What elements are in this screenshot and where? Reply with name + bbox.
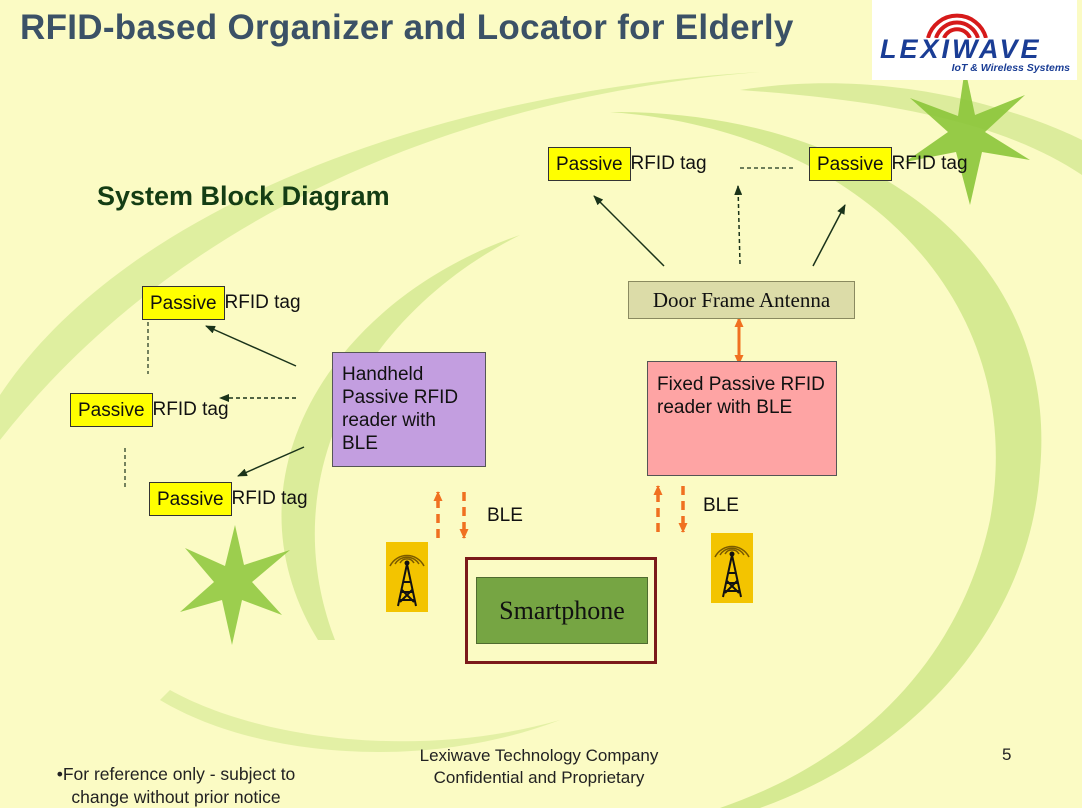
left-top-rfid-tag: Passive RFID tag	[142, 286, 301, 320]
door-frame-antenna-block: Door Frame Antenna	[628, 281, 855, 319]
tag-label: RFID tag	[891, 153, 968, 174]
page-number: 5	[1002, 745, 1012, 764]
smartphone-block: Smartphone	[476, 577, 648, 644]
smartphone-frame	[465, 557, 657, 664]
tag-label: RFID tag	[231, 488, 308, 509]
arrow-to-left-top-tag	[205, 325, 297, 367]
arrow-to-antenna-tags	[734, 185, 743, 265]
reference-footnote: •For reference only - subject to change …	[56, 764, 296, 807]
left-mid-rfid-tag: Passive RFID tag	[70, 393, 229, 427]
diagram-subtitle: System Block Diagram	[97, 181, 390, 211]
star-decoration	[180, 525, 290, 645]
fixed-reader-block: Fixed Passive RFID reader with BLE	[647, 361, 837, 476]
page-title: RFID-based Organizer and Locator for Eld…	[20, 8, 794, 47]
arrow-to-right-left-tag	[593, 195, 665, 267]
tag-label: RFID tag	[152, 399, 229, 420]
company-footer: Lexiwave Technology Company Confidential…	[419, 746, 659, 787]
ble-label-left: BLE	[487, 505, 523, 526]
left-bottom-rfid-tag: Passive RFID tag	[149, 482, 308, 516]
tag-highlight: Passive	[809, 147, 892, 181]
tag-highlight: Passive	[548, 147, 631, 181]
arrow-to-right-right-tag	[812, 204, 846, 267]
company-logo: LEXIWAVE IoT & Wireless Systems	[872, 0, 1077, 80]
tag-label: RFID tag	[630, 153, 707, 174]
background-swoosh	[281, 235, 520, 640]
right-left-rfid-tag: Passive RFID tag	[548, 147, 707, 181]
tag-highlight: Passive	[149, 482, 232, 516]
logo-tagline: IoT & Wireless Systems	[951, 62, 1070, 74]
background-swoosh	[0, 72, 760, 440]
wave-logo-icon	[926, 13, 988, 38]
background-swoosh	[160, 690, 560, 753]
handheld-reader-block: Handheld Passive RFID reader with BLE	[332, 352, 486, 467]
tag-highlight: Passive	[142, 286, 225, 320]
tag-highlight: Passive	[70, 393, 153, 427]
logo-wordmark: LEXIWAVE	[880, 34, 1042, 64]
background-swoosh	[740, 83, 1082, 175]
right-right-rfid-tag: Passive RFID tag	[809, 147, 968, 181]
tag-label: RFID tag	[224, 292, 301, 313]
star-decoration	[905, 68, 1030, 205]
radio-tower-icon	[386, 542, 428, 612]
radio-tower-icon	[711, 533, 753, 603]
arrow-to-left-bottom-tag	[237, 446, 305, 477]
ble-label-right: BLE	[703, 495, 739, 516]
